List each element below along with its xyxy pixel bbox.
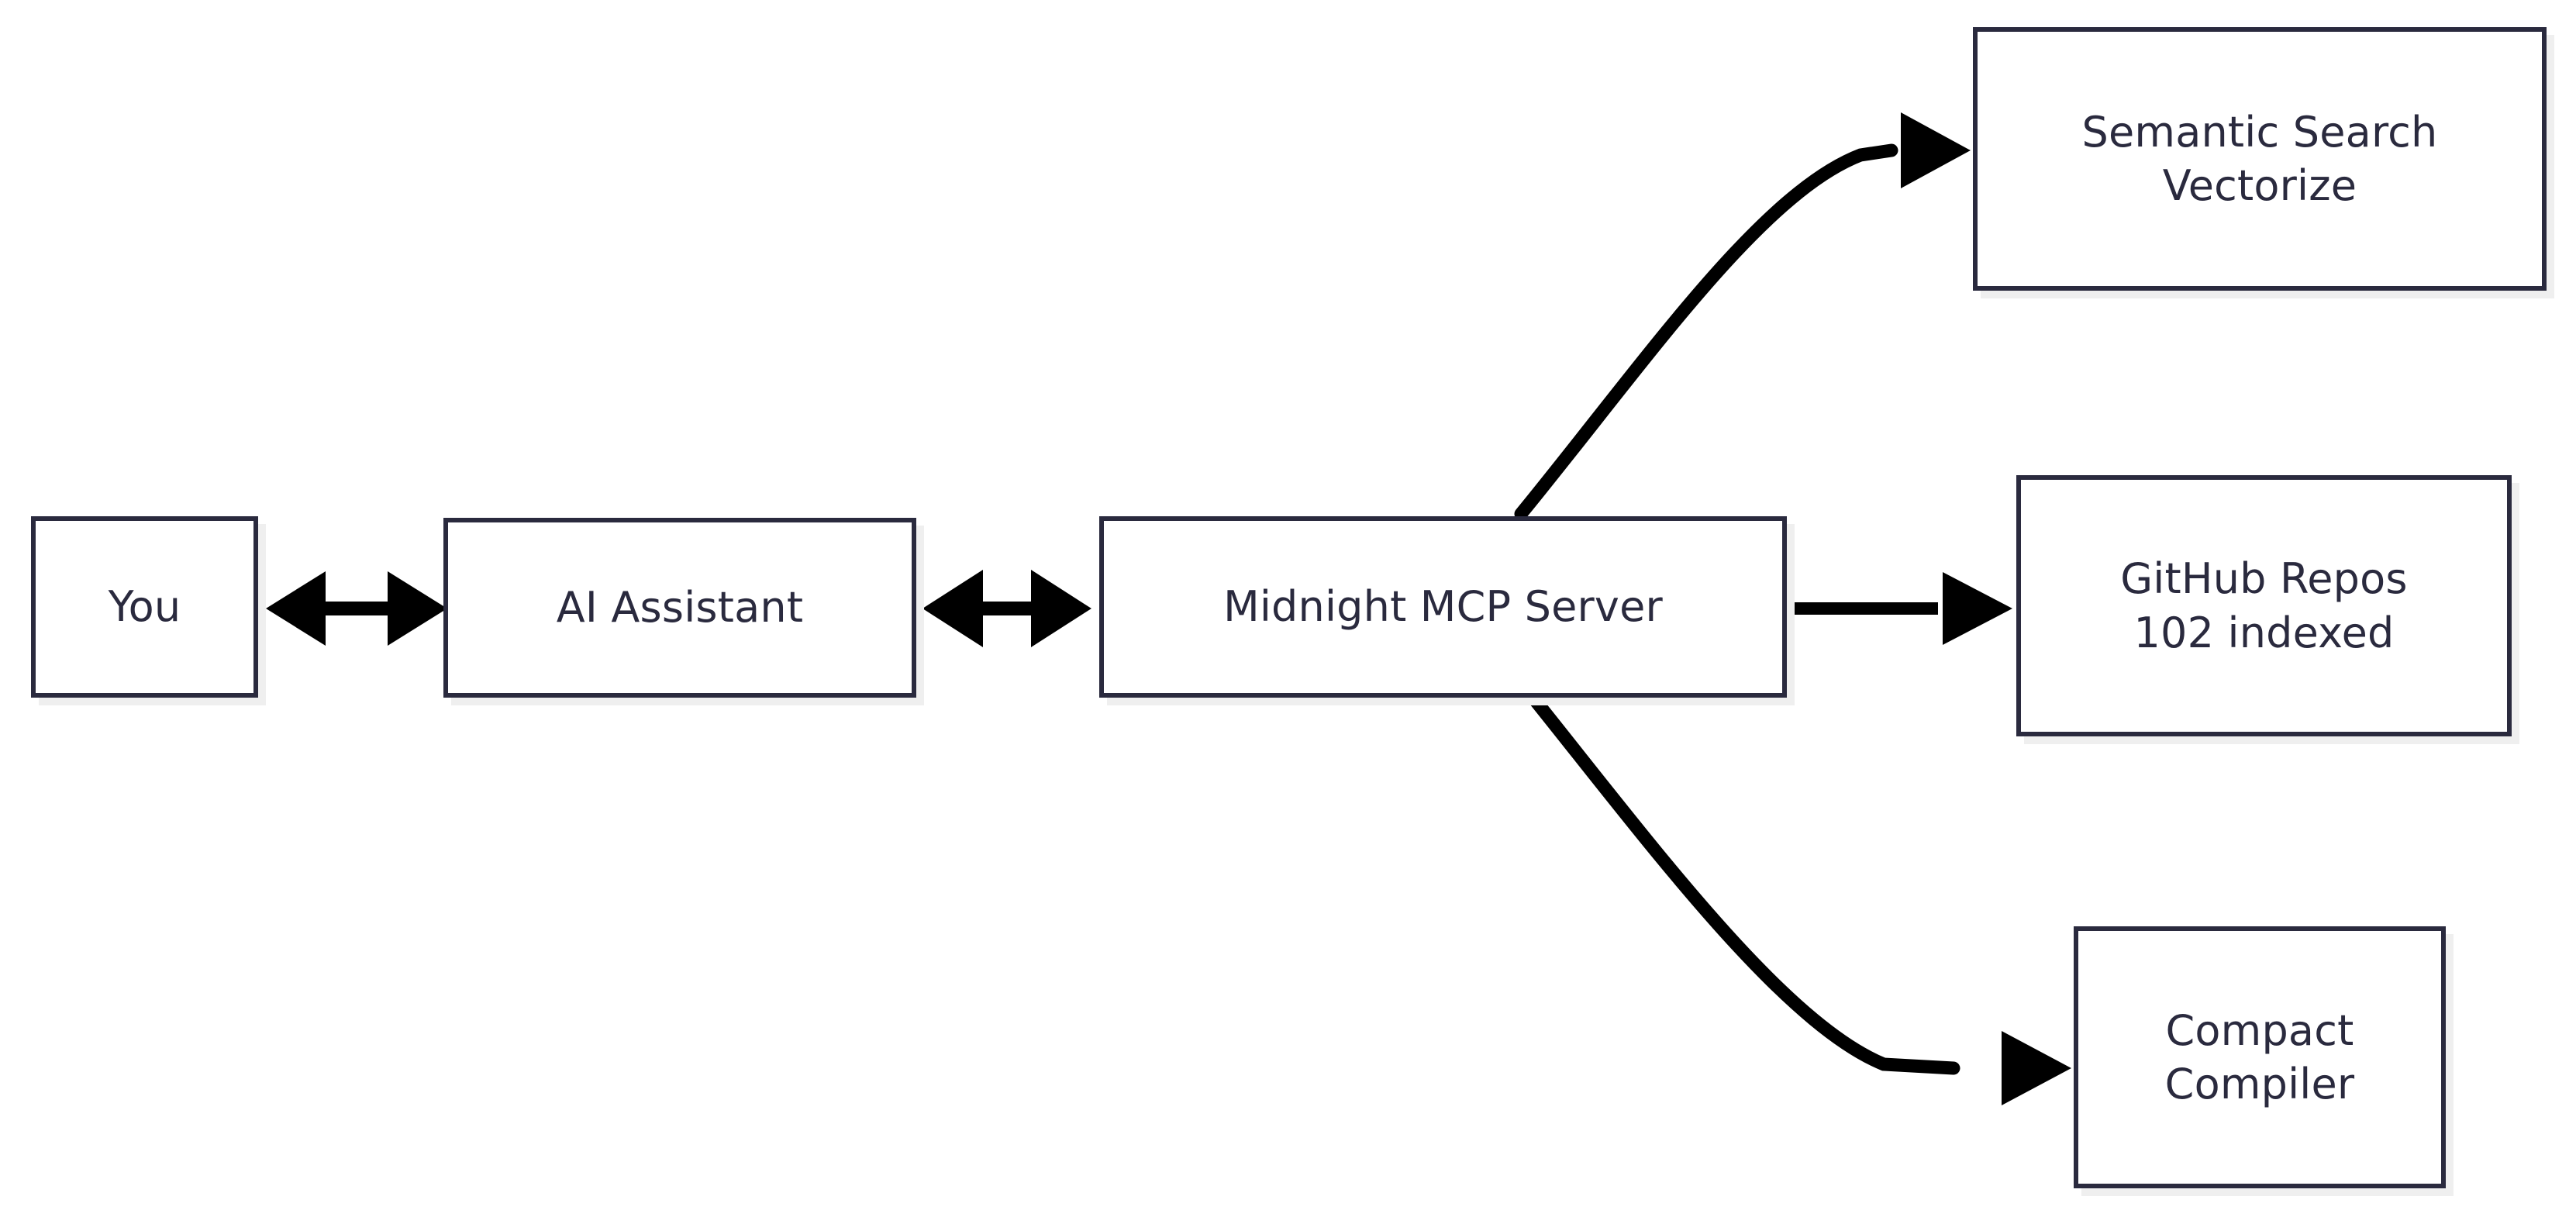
node-semantic-search-vectorize[interactable]: Semantic Search Vectorize — [1973, 27, 2547, 291]
node-github-repos[interactable]: GitHub Repos 102 indexed — [2016, 475, 2512, 736]
node-ai-assistant[interactable]: AI Assistant — [443, 518, 916, 698]
connector-server-compiler — [1528, 693, 2071, 1105]
node-ai-assistant-label-line-1: AI Assistant — [556, 583, 804, 633]
node-midnight-mcp-server[interactable]: Midnight MCP Server — [1099, 516, 1787, 698]
connector-server-github — [1787, 572, 2012, 645]
node-compact-compiler-label-line-1: Compact — [2165, 1005, 2354, 1055]
node-compact-compiler-label-line-2: Compiler — [2164, 1060, 2355, 1108]
node-semantic-search-label-line-1: Semantic Search — [2081, 107, 2438, 157]
connector-server-semantic — [1514, 112, 1971, 521]
node-you[interactable]: You — [31, 516, 258, 698]
node-github-repos-label-line-1: GitHub Repos — [2120, 554, 2408, 604]
connector-you-assistant — [266, 571, 447, 646]
node-you-label-line-1: You — [108, 582, 181, 632]
node-semantic-search-label-line-2: Vectorize — [2162, 161, 2357, 210]
node-midnight-mcp-server-label-line-1: Midnight MCP Server — [1223, 582, 1663, 632]
connector-assistant-server — [922, 570, 1091, 647]
node-github-repos-indexed-count: 102 indexed — [2133, 608, 2395, 657]
node-compact-compiler[interactable]: Compact Compiler — [2074, 926, 2446, 1188]
